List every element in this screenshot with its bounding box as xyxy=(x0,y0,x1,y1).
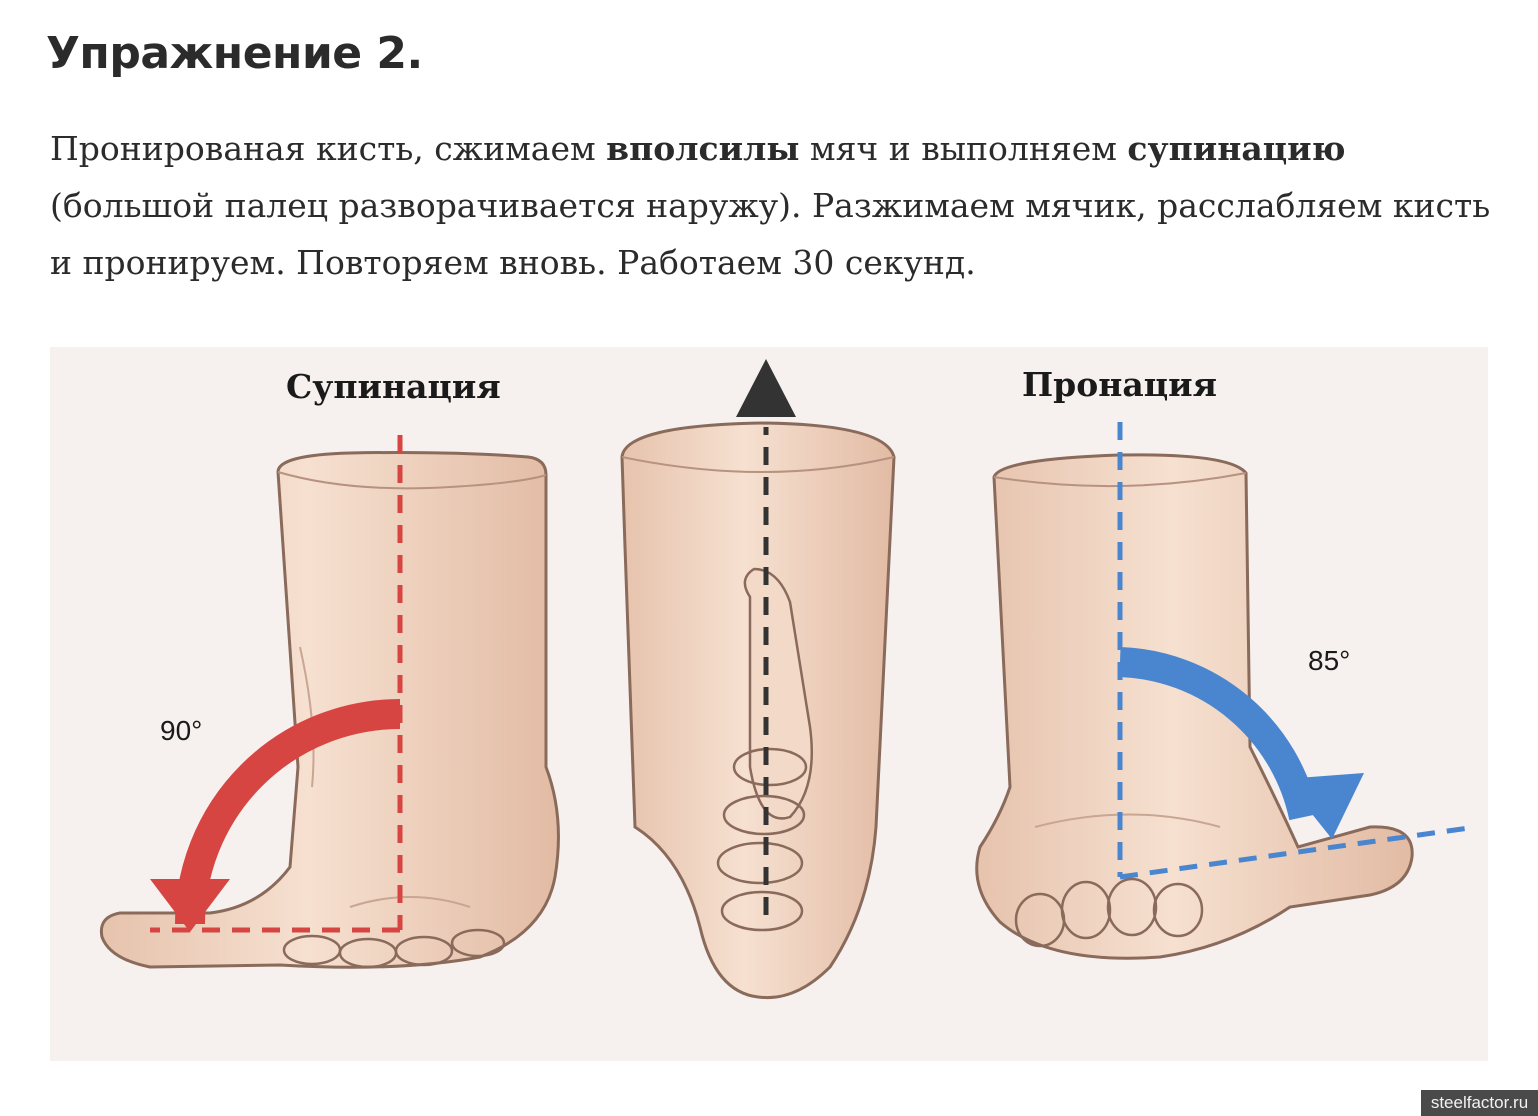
description-bold-2: супинацию xyxy=(1127,129,1346,168)
illustration-drawing xyxy=(99,359,1477,1000)
supination-pronation-illustration: Супинация Пронация 90° 85° xyxy=(50,347,1488,1061)
description-text-1: Пронированая кисть, сжимаем xyxy=(50,129,607,168)
watermark: steelfactor.ru xyxy=(1421,1090,1538,1116)
description-text-3: (большой палец разворачивается наружу). … xyxy=(50,186,1491,282)
supination-label: Супинация xyxy=(286,367,501,406)
pronation-angle-label: 85° xyxy=(1308,645,1351,676)
supination-angle-label: 90° xyxy=(160,715,203,746)
left-hand-fingers xyxy=(282,928,506,969)
pronation-arrow-head xyxy=(1284,773,1364,839)
middle-hand-drawing xyxy=(620,359,896,1000)
left-hand-drawing xyxy=(99,435,560,969)
supination-arrow-head xyxy=(150,879,230,932)
right-hand-fingers xyxy=(1014,877,1204,948)
neutral-arrow-head xyxy=(736,359,796,417)
description-bold-1: вполсилы xyxy=(606,129,800,168)
exercise-description: Пронированая кисть, сжимаем вполсилы мяч… xyxy=(50,120,1500,291)
right-hand-drawing xyxy=(975,422,1477,960)
pronation-label: Пронация xyxy=(1022,365,1218,404)
description-text-2: мяч и выполняем xyxy=(799,129,1128,168)
exercise-heading: Упражнение 2. xyxy=(46,28,423,79)
supination-arrow-arc xyxy=(175,699,401,925)
middle-hand-fingers xyxy=(716,747,808,932)
